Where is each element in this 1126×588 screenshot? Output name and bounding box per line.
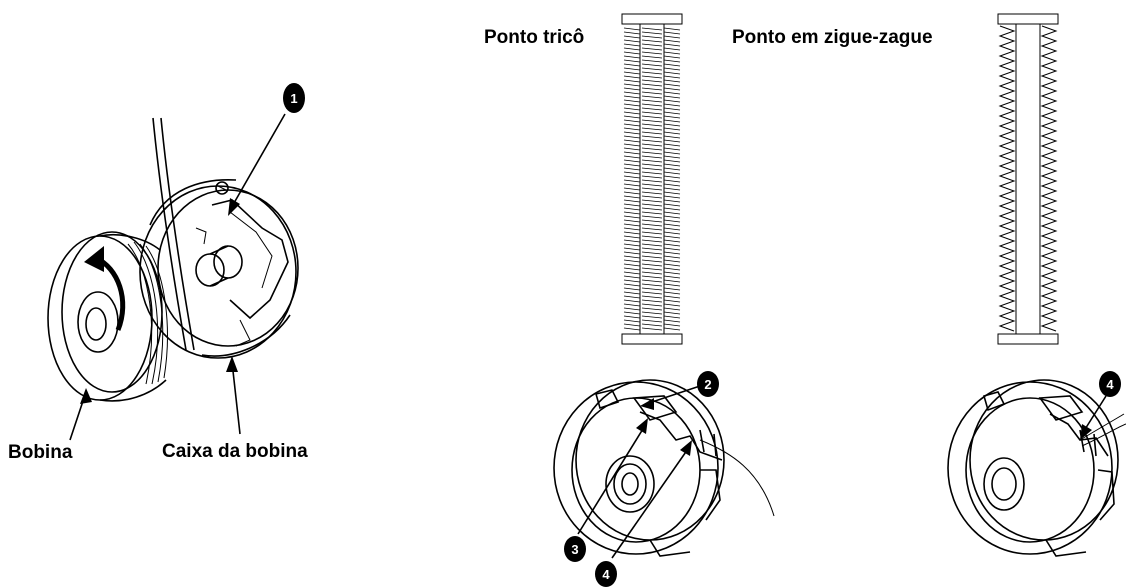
zigzag-stitch-label: Ponto em zigue-zague: [732, 27, 933, 48]
svg-text:2: 2: [704, 377, 711, 392]
marker-1: 1: [283, 83, 305, 113]
svg-text:1: 1: [290, 91, 297, 106]
marker-3: 3: [564, 536, 586, 562]
knit-stitch-label: Ponto tricô: [484, 27, 584, 48]
marker-4-right: 4: [1099, 371, 1121, 397]
bobbin-case-threading-view-2: [947, 379, 1126, 557]
bobbin-case-label: Caixa da bobina: [162, 441, 308, 462]
bobbin-label: Bobina: [8, 442, 73, 463]
svg-text:4: 4: [1106, 377, 1114, 392]
svg-text:3: 3: [571, 542, 578, 557]
bobbin-case-threading-view-1: [553, 379, 775, 557]
knit-stitch-pattern: [621, 13, 683, 345]
marker-4: 4: [595, 561, 617, 587]
zigzag-stitch-pattern: [997, 13, 1059, 345]
bobbin-and-case-illustration: [47, 113, 299, 441]
bobbin-drawing: [47, 231, 168, 402]
bobbin-case-drawing: [139, 179, 299, 359]
svg-text:4: 4: [602, 567, 610, 582]
marker-2: 2: [697, 371, 719, 397]
